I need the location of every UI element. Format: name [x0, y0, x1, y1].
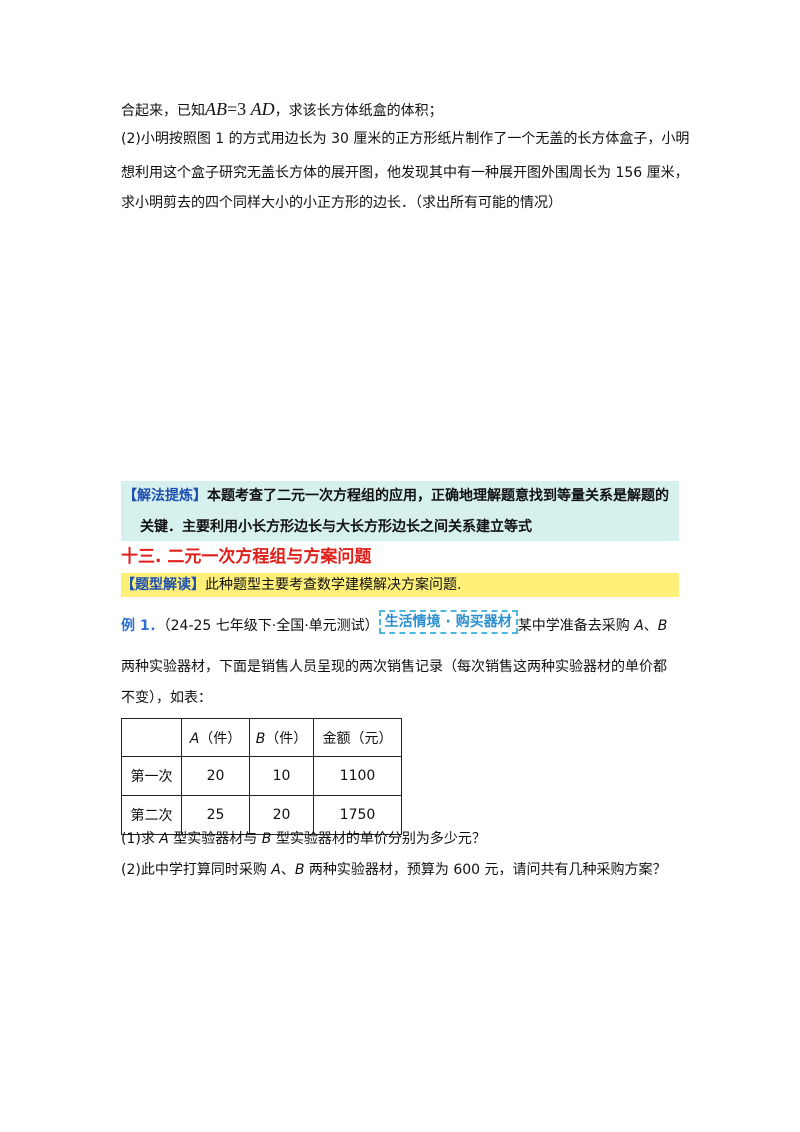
- sep: 、: [643, 618, 658, 634]
- text-line-3: 想利用这个盒子研究无盖长方体的展开图，他发现其中有一种展开图外围周长为 156 …: [121, 165, 689, 181]
- table-header-cell: 金额（元）: [313, 718, 402, 757]
- table-row: 第二次 25 20 1750: [121, 795, 402, 835]
- table-cell: 25: [181, 795, 250, 835]
- table-header-cell: [121, 718, 182, 757]
- q-text: (1)求: [121, 831, 160, 847]
- var-b: B: [657, 618, 668, 634]
- q-text: (2)此中学打算同时采购: [121, 862, 272, 878]
- solution-summary-box: 【解法提炼】本题考查了二元一次方程组的应用，正确地理解题意找到等量关系是解题的 …: [121, 481, 679, 541]
- table-cell: 第二次: [121, 795, 182, 835]
- sep: 、: [280, 862, 295, 878]
- table-header-cell: B（件）: [249, 718, 314, 757]
- example-source: （24-25 七年级下·全国·单元测试）: [163, 618, 379, 634]
- table-cell: 1100: [313, 756, 402, 796]
- var-a: A: [634, 618, 644, 634]
- example-line-3: 不变），如表：: [121, 690, 212, 706]
- q-text: 型实验器材的单价分别为多少元？: [271, 831, 486, 847]
- table-cell: 1750: [313, 795, 402, 835]
- text-line-1: 合起来，已知AB=3 AD，求该长方体纸盒的体积；: [121, 99, 443, 121]
- tip-text-1: 本题考查了二元一次方程组的应用，正确地理解题意找到等量关系是解题的: [207, 488, 669, 504]
- tip-label: 【解法提炼】: [123, 488, 207, 504]
- table-header-cell: A（件）: [181, 718, 250, 757]
- math-eq: =3: [227, 99, 247, 119]
- example-text: 某中学准备去采购: [517, 618, 635, 634]
- table-cell: 10: [249, 756, 314, 796]
- table-cell: 第一次: [121, 756, 182, 796]
- var-a: A: [159, 831, 169, 847]
- header-unit: （件）: [199, 730, 242, 747]
- text-line-2: (2)小明按照图 1 的方式用边长为 30 厘米的正方形纸片制作了一个无盖的长方…: [121, 131, 690, 147]
- table-cell: 20: [181, 756, 250, 796]
- question-2: (2)此中学打算同时采购 A、B 两种实验器材，预算为 600 元，请问共有几种…: [121, 860, 667, 880]
- q-text: 两种实验器材，预算为 600 元，请问共有几种采购方案？: [304, 862, 667, 878]
- var-a: A: [271, 862, 281, 878]
- sales-record-table: A（件） B（件） 金额（元） 第一次 20 10 1100 第二次 25 20…: [121, 718, 402, 835]
- tip-line-2: 关键．主要利用小长方形边长与大长方形边长之间关系建立等式: [140, 519, 532, 535]
- type-reading-line: 【题型解读】此种题型主要考查数学建模解决方案问题.: [121, 575, 461, 595]
- question-1: (1)求 A 型实验器材与 B 型实验器材的单价分别为多少元？: [121, 829, 486, 849]
- type-reading-box: 【题型解读】此种题型主要考查数学建模解决方案问题.: [121, 573, 679, 597]
- context-badge: 生活情境 · 购买器材: [378, 610, 518, 634]
- text-line-4: 求小明剪去的四个同样大小的小正方形的边长．（求出所有可能的情况）: [121, 195, 562, 211]
- section-title: 十三. 二元一次方程组与方案问题: [121, 547, 372, 567]
- var-b: B: [261, 831, 272, 847]
- example-label: 例 1．: [121, 618, 164, 634]
- q-text: 型实验器材与: [168, 831, 262, 847]
- var-b: B: [294, 862, 305, 878]
- type-reading-label: 【题型解读】: [121, 577, 205, 593]
- table-row: 第一次 20 10 1100: [121, 756, 402, 796]
- math-ab: AB: [205, 99, 227, 119]
- header-var-a: A: [189, 730, 200, 747]
- table-header-row: A（件） B（件） 金额（元）: [121, 718, 402, 757]
- type-reading-text: 此种题型主要考查数学建模解决方案问题.: [205, 577, 462, 593]
- header-unit: （件）: [265, 730, 308, 747]
- example-line-1: 例 1．（24-25 七年级下·全国·单元测试）生活情境 · 购买器材某中学准备…: [121, 610, 668, 638]
- math-ad: AD: [250, 99, 275, 119]
- text-segment: 合起来，已知: [121, 103, 205, 119]
- header-var-b: B: [255, 730, 266, 747]
- example-line-2: 两种实验器材，下面是销售人员呈现的两次销售记录（每次销售这两种实验器材的单价都: [121, 659, 667, 675]
- text-segment: ，求该长方体纸盒的体积；: [274, 103, 443, 119]
- tip-line-1: 【解法提炼】本题考查了二元一次方程组的应用，正确地理解题意找到等量关系是解题的: [123, 486, 669, 506]
